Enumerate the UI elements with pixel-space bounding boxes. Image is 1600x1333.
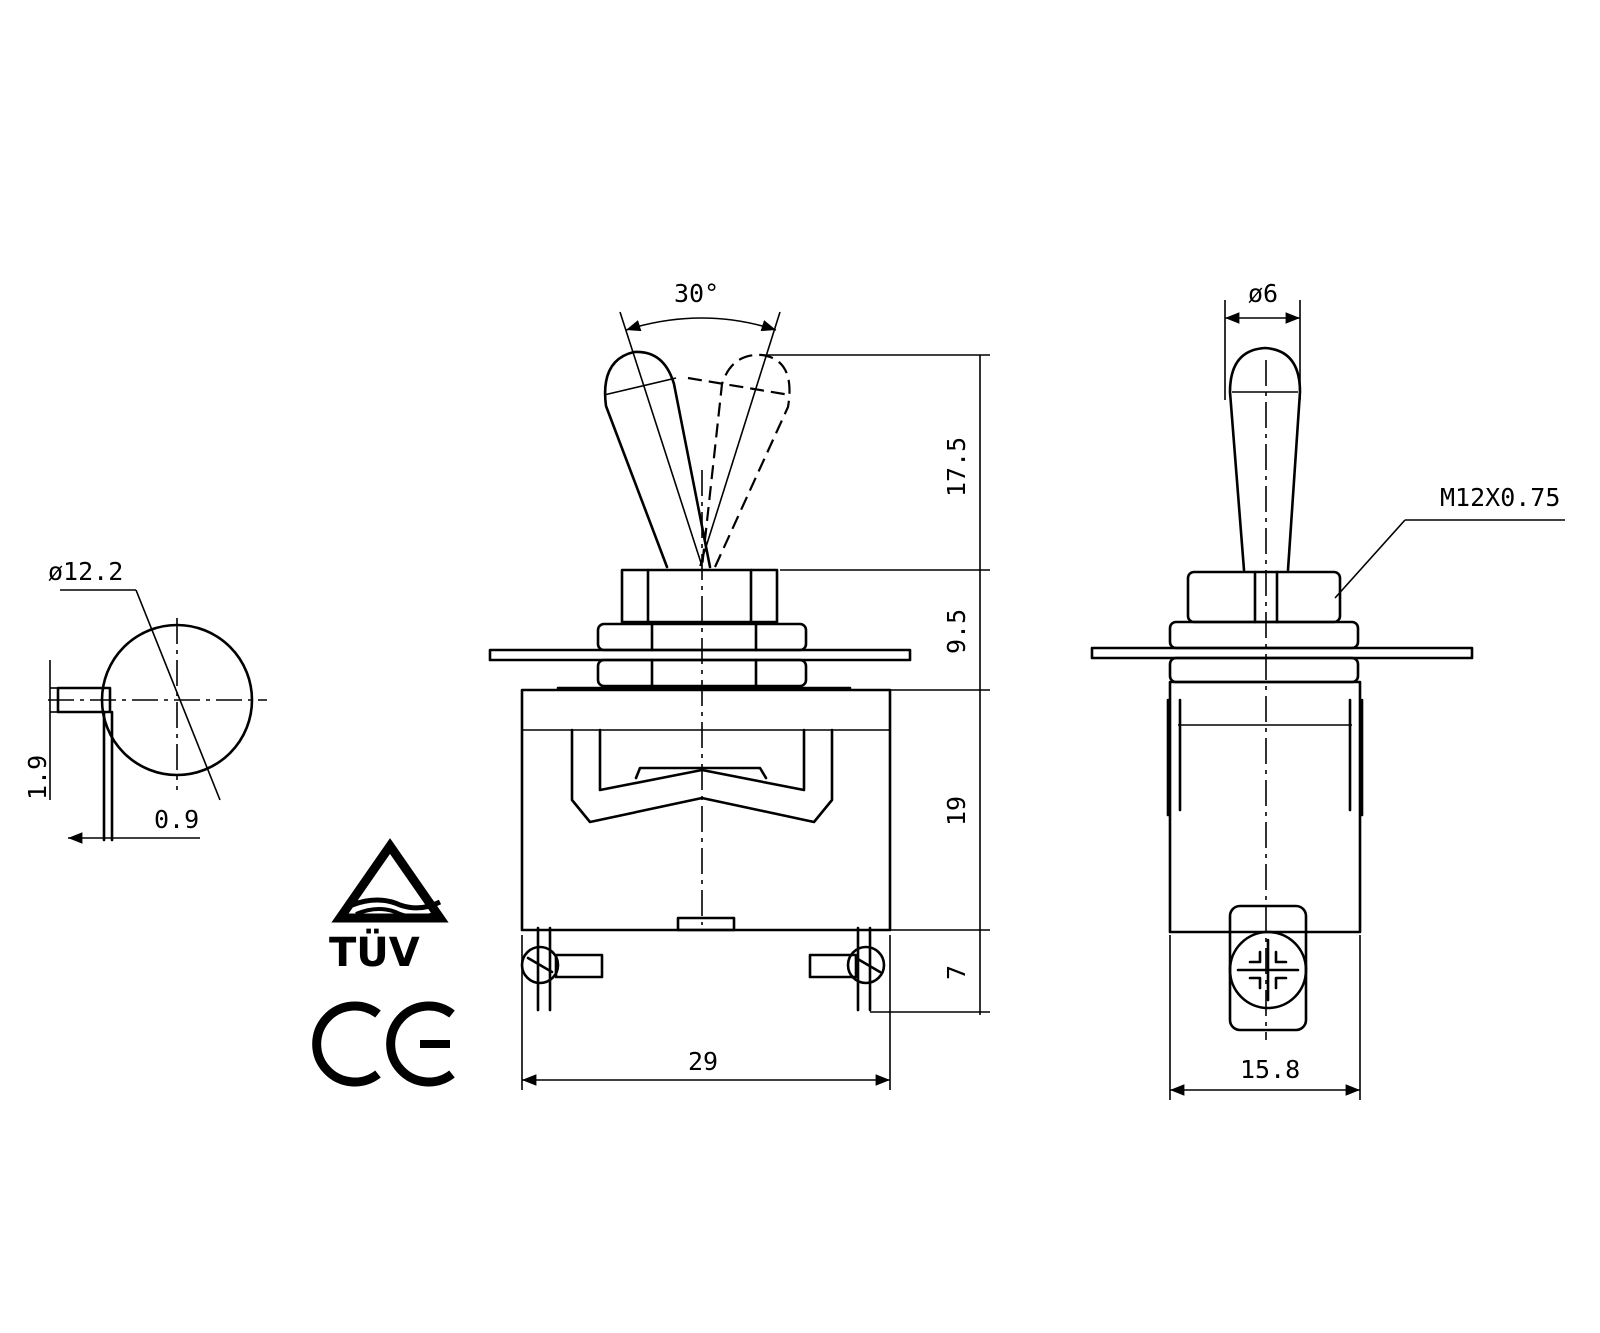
side-lever: [1228, 346, 1302, 572]
toggle-lever-dashed: [700, 353, 791, 568]
body-height-label: 19: [942, 796, 971, 826]
bushing-height-label: 9.5: [942, 609, 971, 654]
side-view: [1090, 300, 1565, 1100]
thread-label: M12X0.75: [1440, 483, 1560, 512]
lever-diameter-label: ø6: [1248, 279, 1278, 308]
body-width-label: 29: [688, 1047, 718, 1076]
side-body: [1168, 680, 1362, 934]
ce-mark: [312, 1001, 455, 1087]
pin-diameter-label: ø12.2: [48, 557, 123, 586]
side-width-label: 15.8: [1240, 1055, 1300, 1084]
tuv-logo-text: TÜV: [329, 928, 420, 976]
pin-height-label: 1.9: [23, 755, 52, 800]
angle-label: 30°: [674, 279, 719, 308]
toggle-lever-solid: [603, 350, 712, 569]
switch-body: [520, 688, 892, 932]
pin-thickness-label: 0.9: [154, 805, 199, 834]
front-view: [488, 311, 990, 1090]
tuv-logo: TÜV: [329, 838, 449, 976]
terminal-height-label: 7: [942, 965, 971, 980]
lever-height-label: 17.5: [942, 437, 971, 497]
pin-view: [48, 589, 267, 844]
